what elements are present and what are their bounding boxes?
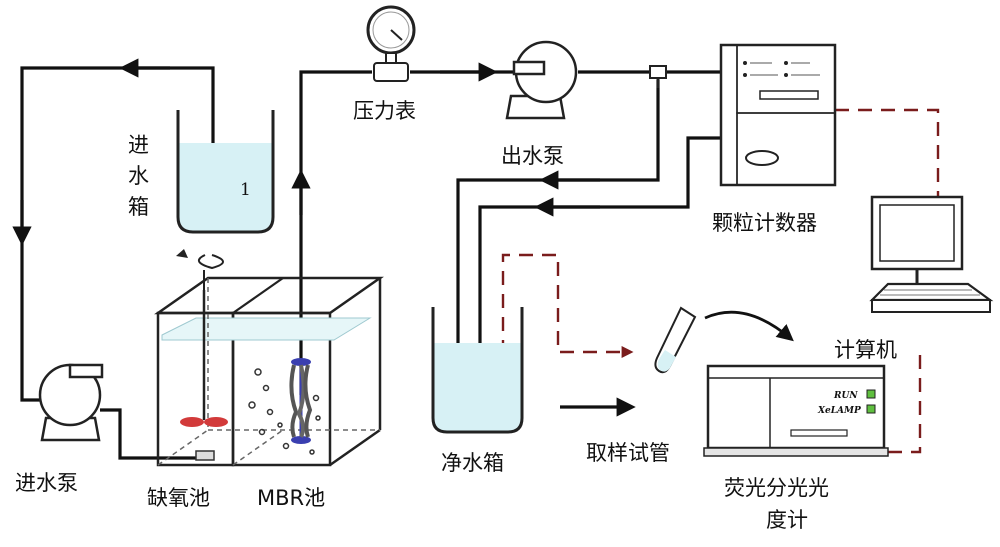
computer-label: 计算机 [834, 338, 897, 362]
run-indicator-label: RUN [833, 391, 858, 401]
inlet-tank-label-2: 水 [128, 164, 149, 188]
computer-to-fluorometer-line [882, 355, 922, 454]
sampling-tube-label: 取样试管 [586, 441, 670, 465]
inlet-tank-label-3: 箱 [128, 195, 149, 219]
outlet-pump-label: 出水泵 [501, 144, 564, 168]
reactor [154, 276, 384, 467]
inlet-pipe-top [20, 66, 215, 402]
fluorometer: RUN XeLAMP [703, 364, 889, 457]
inlet-tank-number: 1 [240, 180, 251, 200]
inlet-pump [38, 363, 104, 442]
rotation-arrow-icon [176, 249, 224, 290]
particle-counter [719, 43, 837, 187]
counter-to-computer-line [835, 108, 940, 200]
clean-water-tank-label: 净水箱 [441, 451, 504, 475]
sampling-tube-icon [654, 306, 697, 374]
outlet-pump [505, 40, 578, 120]
inlet-pump-label: 进水泵 [15, 471, 78, 495]
particle-counter-label: 颗粒计数器 [712, 211, 817, 235]
tee-junction [649, 65, 667, 88]
transfer-arrow [704, 310, 794, 342]
sampling-dashed-line [501, 253, 634, 400]
fluorometer-label-1: 荧光分光光 [724, 476, 829, 500]
xe-lamp-indicator-label: XeLAMP [817, 406, 861, 416]
clean-water-tank [431, 307, 524, 434]
pressure-gauge-icon [366, 5, 416, 82]
computer-icon [869, 195, 994, 313]
return-pipe-2 [478, 136, 728, 400]
mbr-suction-pipe [299, 70, 372, 395]
pressure-gauge-label: 压力表 [353, 99, 416, 123]
fluorometer-label-2: 度计 [766, 508, 808, 532]
mbr-tank-label: MBR池 [257, 486, 325, 510]
anoxic-tank-label: 缺氧池 [147, 486, 210, 510]
inlet-tank: 1 [176, 110, 275, 234]
inlet-pipe-bottom [100, 408, 200, 460]
inlet-tank-label-1: 进 [128, 133, 149, 157]
